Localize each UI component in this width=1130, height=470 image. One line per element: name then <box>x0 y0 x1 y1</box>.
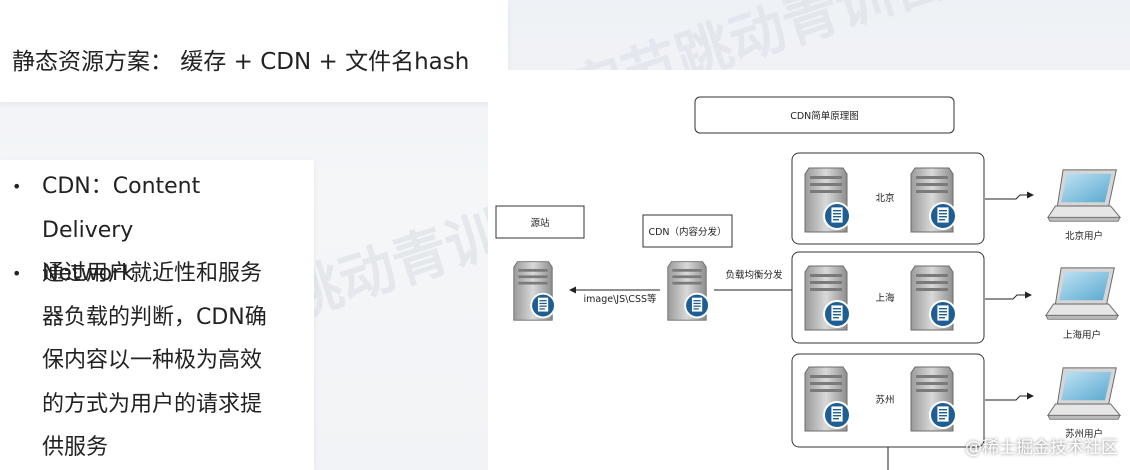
arrow-icon <box>985 191 1034 200</box>
bullet-item: • 通过用户就近性和服务 器负载的判断，CDN确 保内容以一种极为高效 的方式为… <box>12 252 297 470</box>
server-icon <box>512 260 556 322</box>
region-user: 上海用户 <box>1063 329 1101 341</box>
cdn-diagram-svg: CDN简单原理图 源站 CDN（内容分发） image\JS\CSS等 负载均衡… <box>495 96 1121 470</box>
laptop-icon <box>1047 367 1121 420</box>
server-icon <box>803 166 852 234</box>
bullet-line: 通过用户就近性和服务 <box>42 261 263 286</box>
cdn-diagram: CDN简单原理图 源站 CDN（内容分发） image\JS\CSS等 负载均衡… <box>488 70 1130 470</box>
cdn-box: CDN（内容分发） <box>642 214 733 248</box>
region-group: 上海 <box>791 251 985 344</box>
diagram-title: CDN简单原理图 <box>790 110 859 122</box>
region-group: 苏州 <box>791 353 985 448</box>
cdn-label: CDN（内容分发） <box>648 226 726 238</box>
region-user: 北京用户 <box>1065 230 1103 242</box>
arrow-icon <box>985 392 1034 401</box>
laptop-icon <box>1047 169 1121 222</box>
arrow-icon <box>985 291 1032 300</box>
slide-title: 静态资源方案： 缓存 + CDN + 文件名hash <box>12 49 470 75</box>
diagram-title-box: CDN简单原理图 <box>694 96 955 134</box>
server-icon <box>803 264 852 332</box>
region-city: 上海 <box>875 292 895 304</box>
bullet-line: 器负载的判断，CDN确 <box>42 304 267 330</box>
laptop-icon <box>1045 267 1119 320</box>
origin-label: 源站 <box>530 217 550 229</box>
bullet-dot: • <box>12 177 22 196</box>
server-icon <box>909 166 958 234</box>
title-card: 静态资源方案： 缓存 + CDN + 文件名hash <box>0 0 508 102</box>
lb-label: 负载均衡分发 <box>725 269 783 281</box>
region-group: 北京 <box>791 152 985 245</box>
bullet-line: CDN：Content Delivery <box>42 174 201 243</box>
origin-box: 源站 <box>495 205 585 239</box>
bullet-item: • CDN：Content Delivery Network <box>12 165 297 296</box>
bullet-dot: • <box>12 264 22 283</box>
site-credit: @稀土掘金技术社区 <box>965 438 1118 458</box>
region-city: 北京 <box>875 192 894 204</box>
region-city: 苏州 <box>875 394 894 406</box>
bullet-line: 保内容以一种极为高效 <box>42 348 263 373</box>
bullet-line: 的方式为用户的请求提 <box>42 391 263 417</box>
server-icon <box>666 260 710 322</box>
region-user: 苏州用户 <box>1065 428 1103 440</box>
server-icon <box>909 264 958 332</box>
bullet-line: Network <box>42 261 134 286</box>
server-icon <box>803 365 852 433</box>
fetch-label: image\JS\CSS等 <box>583 293 657 305</box>
bullet-line: 供服务 <box>42 435 109 460</box>
bullet-card: • CDN：Content Delivery Network • 通过用户就近性… <box>0 160 314 470</box>
server-icon <box>909 365 958 433</box>
